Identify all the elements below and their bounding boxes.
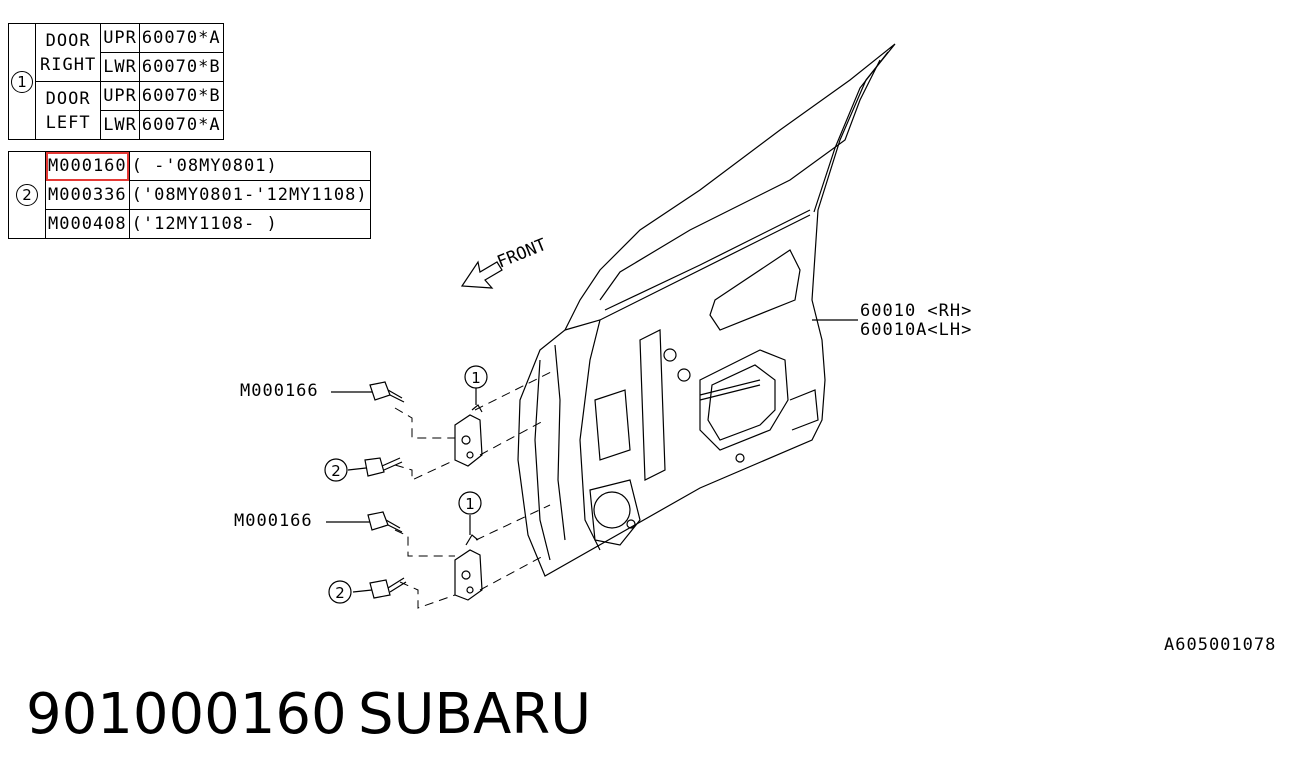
part-number-title: 901000160: [26, 682, 347, 747]
bolt-label-lower[interactable]: M000166: [234, 511, 313, 531]
pos-cell: UPR: [100, 23, 140, 53]
lower-hinge: [454, 515, 483, 601]
part-link[interactable]: M000408: [45, 209, 130, 239]
part-cell: 60070*B: [138, 81, 224, 111]
front-arrow-icon: [460, 260, 503, 289]
bolt-icon: [369, 381, 405, 403]
bolt-icon: [367, 511, 403, 533]
upper-hinge: [454, 388, 483, 467]
range-cell: ( -'08MY0801): [128, 151, 371, 181]
door-rh-label[interactable]: 60010 <RH>: [860, 301, 973, 321]
callout-2: 2: [331, 462, 341, 480]
image-code: A605001078: [1164, 635, 1277, 655]
callout-1: 1: [471, 369, 481, 387]
bolt-table: 2 M000160 ( -'08MY0801) M000336 ('08MY08…: [8, 151, 371, 239]
pos-cell: LWR: [100, 110, 140, 140]
brand-title: SUBARU: [358, 682, 592, 747]
range-cell: ('12MY1108- ): [128, 209, 371, 239]
door-panel: [517, 43, 896, 577]
front-label: FRONT: [494, 235, 549, 273]
bolt-label-upper[interactable]: M000166: [240, 381, 319, 401]
part-link[interactable]: M000336: [45, 180, 130, 210]
callout-2: 2: [335, 584, 345, 602]
part-cell: 60070*A: [138, 110, 224, 140]
callout-1: 1: [465, 495, 475, 513]
part-link-highlighted[interactable]: M000160: [45, 151, 130, 181]
table2-index: 2: [8, 151, 46, 239]
door-lh-label[interactable]: 60010A<LH>: [860, 320, 973, 340]
part-cell: 60070*A: [138, 23, 224, 53]
bolt-icon: [364, 457, 403, 477]
table1-index: 1: [8, 23, 36, 140]
bolt-icon: [369, 577, 407, 599]
range-cell: ('08MY0801-'12MY1108): [128, 180, 371, 210]
